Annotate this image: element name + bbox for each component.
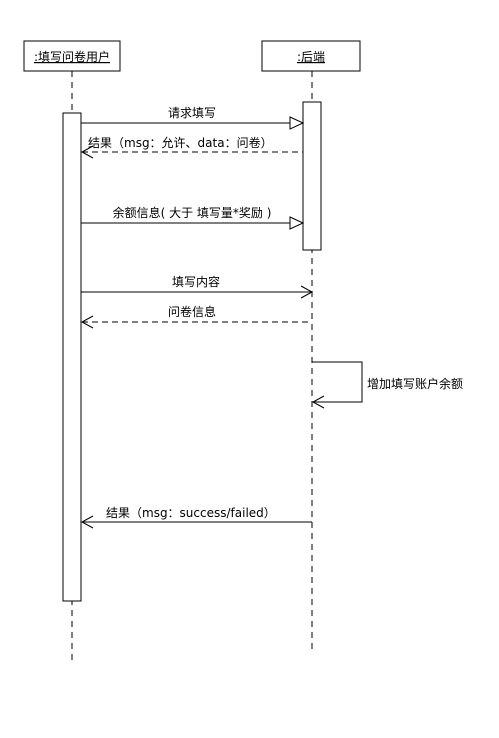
message-fill-content: 填写内容: [81, 274, 314, 299]
participant-backend-box: [261, 40, 361, 72]
message-label: 问卷信息: [168, 304, 216, 319]
message-label: 余额信息( 大于 填写量*奖励 ): [113, 205, 272, 220]
open-arrowhead: [80, 145, 94, 159]
participant-user-box: [23, 40, 121, 72]
participant-backend-label: :后端: [297, 50, 325, 64]
message-label: 请求填写: [168, 106, 216, 120]
message-label: 结果（msg：允许、data：问卷）: [88, 135, 273, 150]
message-label: 结果（msg：success/failed）: [106, 506, 276, 520]
open-arrowhead: [80, 515, 94, 529]
activation-backend: [302, 101, 322, 251]
message-result-allow: 结果（msg：允许、data：问卷）: [80, 135, 303, 159]
participant-user: :填写问卷用户: [23, 40, 121, 72]
open-arrowhead: [311, 395, 325, 409]
activation-user: [62, 112, 82, 602]
message-request-fill: 请求填写: [81, 106, 305, 130]
message-questionnaire-info: 问卷信息: [80, 304, 312, 329]
message-balance-info: 余额信息( 大于 填写量*奖励 ): [81, 205, 305, 230]
message-result-status: 结果（msg：success/failed）: [80, 506, 312, 529]
message-label: 增加填写账户余额: [367, 376, 463, 391]
message-increase-balance: 增加填写账户余额: [311, 361, 463, 409]
participant-backend: :后端: [261, 40, 361, 72]
self-message-line: [312, 361, 363, 403]
message-label: 填写内容: [172, 274, 220, 289]
open-arrowhead: [80, 315, 94, 329]
open-triangle-arrowhead: [289, 116, 305, 130]
open-triangle-arrowhead: [289, 216, 305, 230]
participant-user-label: :填写问卷用户: [34, 49, 110, 64]
open-arrowhead: [300, 285, 314, 299]
